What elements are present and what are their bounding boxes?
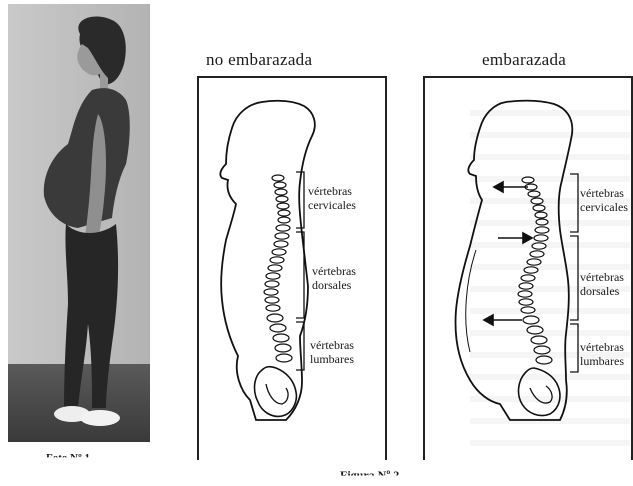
label-line: dorsales: [312, 278, 356, 292]
label-line: vértebras: [312, 264, 356, 278]
right-label-lumbar: vértebras lumbares: [580, 340, 624, 368]
right-spine: [518, 177, 552, 364]
right-brackets: [570, 174, 578, 372]
left-label-lumbar: vértebras lumbares: [310, 338, 354, 366]
label-line: vértebras: [580, 270, 624, 284]
left-spine: [264, 175, 292, 362]
label-line: lumbares: [310, 352, 354, 366]
right-pelvis: [519, 368, 560, 416]
left-body-outline: [220, 101, 314, 420]
label-line: dorsales: [580, 284, 624, 298]
label-line: lumbares: [580, 354, 624, 368]
label-line: vértebras: [580, 340, 624, 354]
left-label-dorsal: vértebras dorsales: [312, 264, 356, 292]
right-label-dorsal: vértebras dorsales: [580, 270, 624, 298]
label-line: vértebras: [310, 338, 354, 352]
label-line: vértebras: [580, 186, 628, 200]
right-label-cervical: vértebras cervicales: [580, 186, 628, 214]
label-line: cervicales: [580, 200, 628, 214]
label-line: cervicales: [308, 198, 356, 212]
left-pelvis: [255, 367, 297, 417]
label-line: vértebras: [308, 184, 356, 198]
left-label-cervical: vértebras cervicales: [308, 184, 356, 212]
